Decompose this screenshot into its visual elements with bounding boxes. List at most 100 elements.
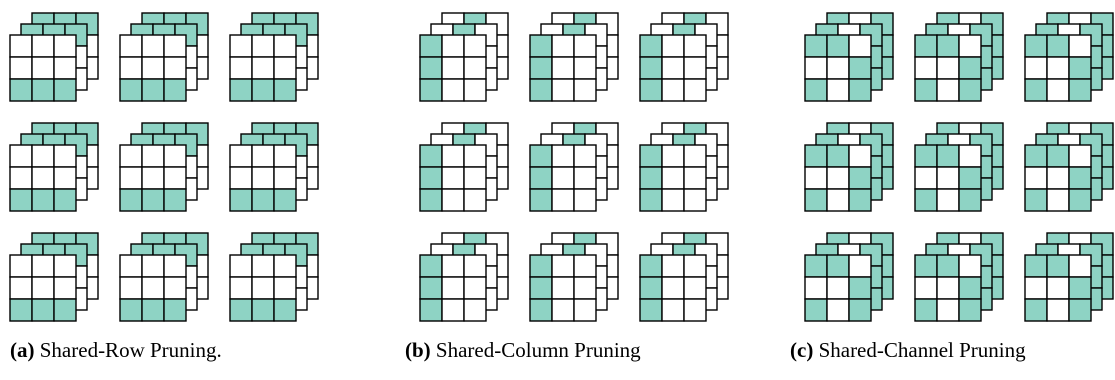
caption-a-tag: (a) <box>10 338 35 362</box>
kernel-stack <box>119 12 209 102</box>
kernel-stack <box>119 122 209 212</box>
kernel-cell <box>826 254 850 278</box>
kernel-stack <box>914 12 1004 102</box>
kernel-cell <box>914 56 938 80</box>
kernel-stack <box>9 122 99 212</box>
kernel-cell <box>463 78 487 102</box>
kernel-cell <box>163 188 187 212</box>
kernel-cell <box>958 166 982 190</box>
caption-c: (c) Shared-Channel Pruning <box>790 338 1026 363</box>
kernel-cell <box>826 78 850 102</box>
kernel-stack <box>119 232 209 322</box>
kernel-cell <box>1046 34 1070 58</box>
kernel-cell <box>914 276 938 300</box>
kernel-stack <box>914 232 1004 322</box>
kernel-cell <box>914 144 938 168</box>
kernel-cell <box>1046 166 1070 190</box>
kernel-cell <box>804 276 828 300</box>
kernel-cell <box>683 188 707 212</box>
kernel-cell <box>1024 166 1048 190</box>
kernel-cell <box>936 144 960 168</box>
kernel-stack <box>639 12 729 102</box>
kernel-cell <box>1046 254 1070 278</box>
kernel-cell <box>683 78 707 102</box>
kernel-cell <box>573 188 597 212</box>
kernel-stack <box>229 12 319 102</box>
kernel-stack <box>1024 232 1114 322</box>
kernel-cell <box>826 34 850 58</box>
caption-a: (a) Shared-Row Pruning. <box>10 338 222 363</box>
kernel-cell <box>53 298 77 322</box>
kernel-cell <box>958 188 982 212</box>
kernel-cell <box>804 56 828 80</box>
kernel-cell <box>573 78 597 102</box>
kernel-cell <box>804 188 828 212</box>
kernel-cell <box>958 34 982 58</box>
kernel-cell <box>848 34 872 58</box>
kernel-cell <box>273 78 297 102</box>
kernel-cell <box>914 254 938 278</box>
kernel-cell <box>53 78 77 102</box>
kernel-stack <box>229 122 319 212</box>
kernel-cell <box>804 298 828 322</box>
kernel-cell <box>914 166 938 190</box>
kernel-cell <box>1046 188 1070 212</box>
kernel-cell <box>1046 298 1070 322</box>
kernel-cell <box>936 276 960 300</box>
kernel-cell <box>1068 254 1092 278</box>
kernel-cell <box>826 298 850 322</box>
kernel-cell <box>273 298 297 322</box>
kernel-cell <box>826 56 850 80</box>
kernel-cell <box>1024 34 1048 58</box>
kernel-cell <box>804 144 828 168</box>
kernel-stack <box>1024 122 1114 212</box>
kernel-cell <box>936 34 960 58</box>
kernel-cell <box>958 144 982 168</box>
caption-a-text: Shared-Row Pruning. <box>39 338 222 362</box>
kernel-cell <box>958 78 982 102</box>
kernel-stack <box>639 122 729 212</box>
kernel-stack <box>529 12 619 102</box>
kernel-cell <box>914 34 938 58</box>
kernel-cell <box>848 166 872 190</box>
kernel-stack <box>229 232 319 322</box>
kernel-cell <box>848 144 872 168</box>
kernel-stack <box>419 12 509 102</box>
kernel-stack <box>9 232 99 322</box>
kernel-cell <box>848 276 872 300</box>
kernel-stack <box>1024 12 1114 102</box>
kernel-cell <box>958 298 982 322</box>
kernel-cell <box>826 166 850 190</box>
kernel-cell <box>826 188 850 212</box>
kernel-cell <box>848 254 872 278</box>
kernel-cell <box>936 298 960 322</box>
kernel-cell <box>1046 144 1070 168</box>
kernel-cell <box>1024 78 1048 102</box>
kernel-cell <box>936 188 960 212</box>
kernel-cell <box>1024 188 1048 212</box>
kernel-cell <box>936 166 960 190</box>
kernel-cell <box>804 166 828 190</box>
kernel-cell <box>848 56 872 80</box>
kernel-stack <box>804 12 894 102</box>
kernel-cell <box>826 144 850 168</box>
kernel-cell <box>163 78 187 102</box>
kernel-cell <box>463 298 487 322</box>
kernel-cell <box>958 56 982 80</box>
kernel-stack <box>419 232 509 322</box>
kernel-stack <box>804 232 894 322</box>
caption-b-tag: (b) <box>405 338 431 362</box>
kernel-cell <box>1024 144 1048 168</box>
kernel-cell <box>573 298 597 322</box>
kernel-stack <box>639 232 729 322</box>
kernel-stack <box>419 122 509 212</box>
kernel-cell <box>463 188 487 212</box>
kernel-cell <box>1046 276 1070 300</box>
kernel-cell <box>848 188 872 212</box>
kernel-cell <box>683 298 707 322</box>
kernel-cell <box>804 78 828 102</box>
kernel-cell <box>914 298 938 322</box>
